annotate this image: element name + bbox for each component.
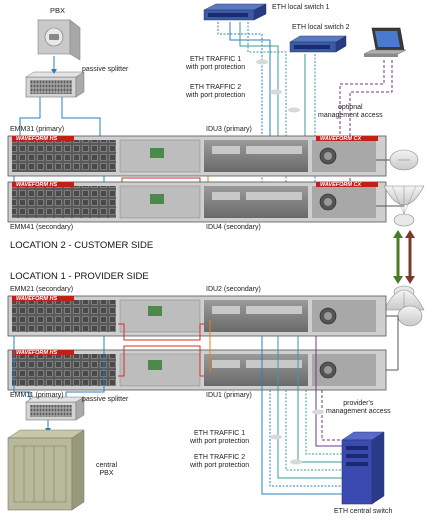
brand-cx-idu3: WAVEFORM CX — [320, 136, 362, 142]
brand-hs-emm21: WAVEFORM HS — [16, 296, 58, 302]
rack-row-emm41-idu4 — [7, 181, 387, 223]
central-switch-label: ETH central switch — [334, 508, 393, 515]
idu4-label: IDU4 (secondary) — [206, 224, 261, 231]
central-pbx-device — [7, 429, 85, 511]
brand-hs-emm41: WAVEFORM HS — [16, 182, 58, 188]
cables-provider-side — [13, 320, 356, 495]
eth-switch-1-label: ETH local switch 1 — [272, 4, 330, 11]
traffic-1-top-label: ETH TRAFFIC 1 with port protection — [186, 56, 246, 71]
pbx-top-label: PBX — [50, 6, 66, 15]
central-pbx-label: central PBX — [96, 462, 118, 477]
location-1-heading: LOCATION 1 - PROVIDER SIDE — [10, 271, 149, 282]
splitter-bottom-label: passive splitter — [82, 396, 129, 403]
idu3-label: IDU3 (primary) — [206, 126, 252, 133]
emm31-label: EMM31 (primary) — [10, 126, 65, 133]
brand-cx-idu4: WAVEFORM CX — [320, 182, 362, 188]
emm21-label: EMM21 (secondary) — [10, 286, 74, 293]
radio-link-arrows — [393, 230, 415, 284]
antenna-customer — [376, 149, 425, 227]
laptop-icon — [363, 27, 407, 57]
antenna-provider — [376, 285, 425, 371]
mgmt-top-label: optional management access — [318, 104, 383, 119]
splitter-top-label: passive splitter — [82, 66, 129, 73]
rack-row-emm11-idu1 — [7, 349, 387, 391]
label-bubbles — [256, 59, 324, 465]
passive-splitter-bottom — [25, 396, 85, 421]
brand-hs-emm31: WAVEFORM HS — [16, 136, 58, 142]
traffic-2-bottom-label: ETH TRAFFIC 2 with port protection — [190, 454, 250, 469]
emm11-label: EMM11 (primary) — [10, 392, 64, 399]
eth-switch-1-device — [203, 3, 267, 21]
idu1-label: IDU1 (primary) — [206, 392, 252, 399]
idu2-label: IDU2 (secondary) — [206, 286, 261, 293]
mgmt-bottom-label: provider's management access — [326, 400, 391, 415]
eth-switch-2-label: ETH local switch 2 — [292, 24, 350, 31]
brand-hs-emm11: WAVEFORM HS — [16, 350, 58, 356]
rack-row-emm21-idu2 — [7, 295, 387, 337]
traffic-2-top-label: ETH TRAFFIC 2 with port protection — [186, 84, 246, 99]
passive-splitter-top — [25, 71, 85, 98]
rack-row-emm31-idu3 — [7, 135, 387, 177]
traffic-1-bottom-label: ETH TRAFFIC 1 with port protection — [190, 430, 250, 445]
location-2-heading: LOCATION 2 - CUSTOMER SIDE — [10, 240, 154, 251]
pbx-top-device — [37, 19, 81, 61]
eth-switch-2-device — [289, 35, 347, 53]
emm41-label: EMM41 (secondary) — [10, 224, 74, 231]
central-switch-device — [341, 431, 385, 505]
